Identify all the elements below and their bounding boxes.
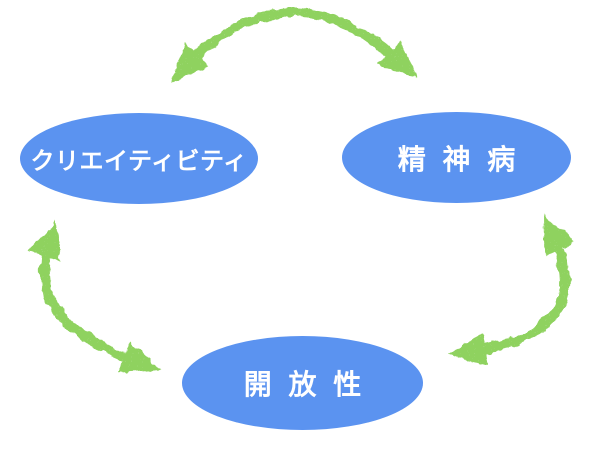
node-psychosis-label: 精神病 xyxy=(397,142,533,176)
arrow-psychosis-openness xyxy=(448,214,575,367)
node-psychosis: 精神病 xyxy=(342,112,571,203)
node-openness-label: 開放性 xyxy=(243,368,379,401)
node-creativity-label: クリエイティビティ xyxy=(30,147,248,175)
arrow-creativity-openness xyxy=(28,221,160,374)
arrow-creativity-psychosis xyxy=(171,7,417,82)
node-openness: 開放性 xyxy=(182,336,423,430)
node-creativity: クリエイティビティ xyxy=(20,113,258,204)
